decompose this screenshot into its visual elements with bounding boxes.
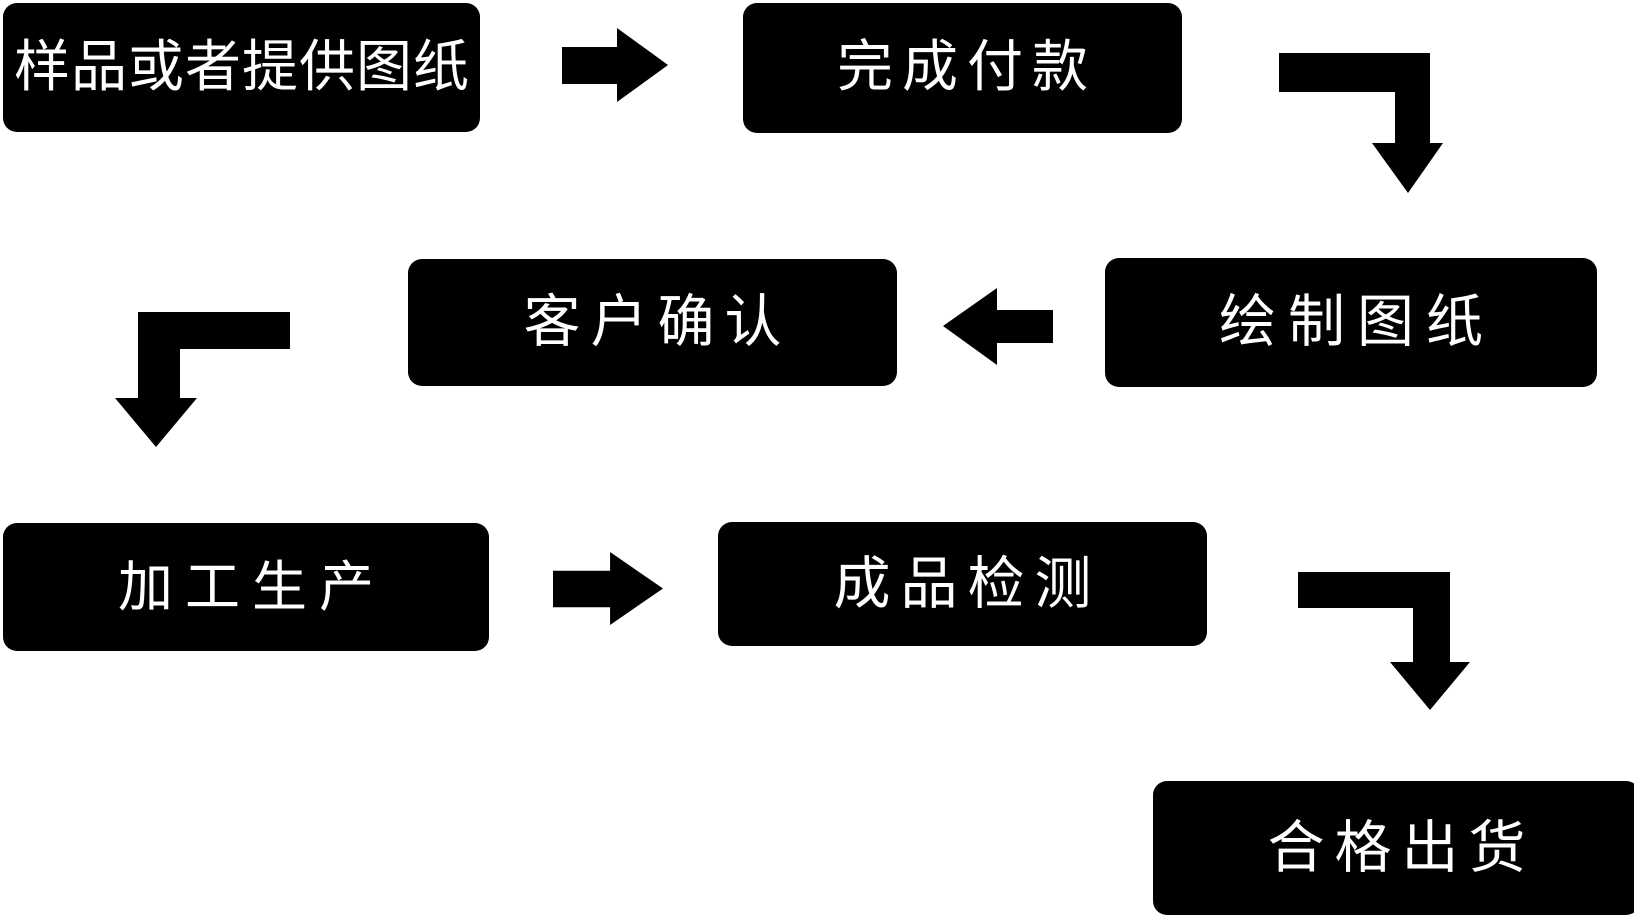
flow-node-sample-or-provide-drawings: 样品或者提供图纸 [3, 3, 480, 132]
arrow-right-icon [553, 552, 663, 625]
flow-node-draw-drawings: 绘制图纸 [1105, 258, 1597, 387]
arrow-right-icon [562, 28, 668, 102]
arrow-elbow-down-right-icon [1298, 572, 1470, 710]
flow-node-customer-confirmation: 客户确认 [408, 259, 897, 386]
flow-node-finished-product-inspection: 成品检测 [718, 522, 1207, 646]
arrow-elbow-down-right-icon [1279, 53, 1443, 193]
arrow-elbow-down-left-icon [115, 312, 290, 447]
flow-node-qualified-shipment: 合格出货 [1153, 781, 1634, 915]
flow-node-complete-payment: 完成付款 [743, 3, 1182, 133]
arrow-left-icon [943, 288, 1053, 365]
flow-node-processing-production: 加工生产 [3, 523, 489, 651]
